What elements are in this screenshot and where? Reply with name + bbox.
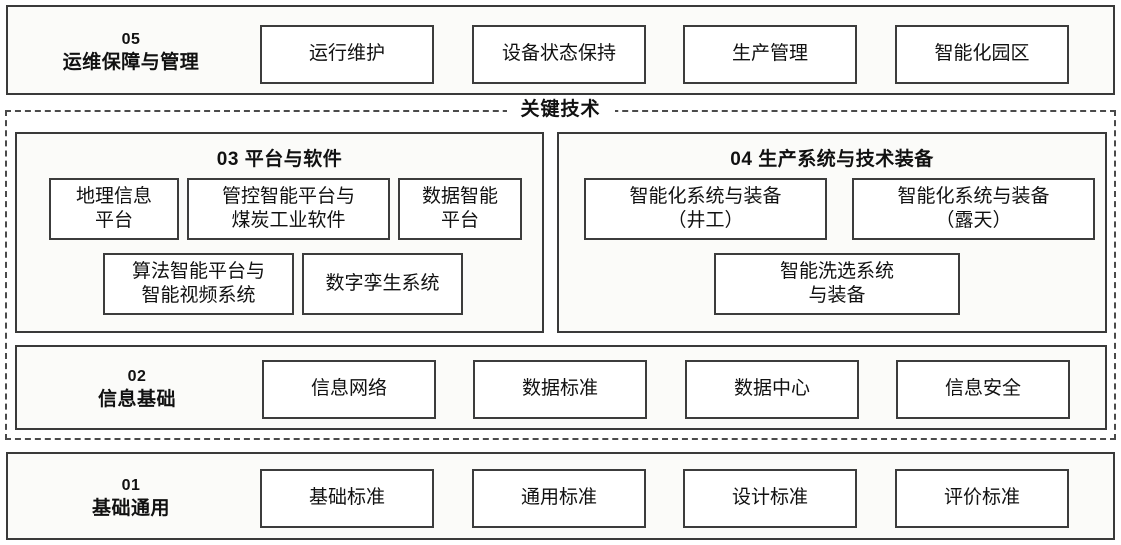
- group-04-title: 04 生产系统与技术装备: [730, 149, 934, 170]
- item-jichu-biaozhun[interactable]: 基础标准: [260, 469, 434, 528]
- row-01-label: 01 基础通用: [8, 475, 254, 521]
- item-suanfa-zhineng-pingtai[interactable]: 算法智能平台与 智能视频系统: [103, 253, 294, 315]
- item-yunxing-weihu[interactable]: 运行维护: [260, 25, 434, 84]
- group-03-platform-software: 03 平台与软件 地理信息 平台 管控智能平台与 煤炭工业软件 数据智能 平台 …: [15, 132, 544, 333]
- item-sheji-biaozhun[interactable]: 设计标准: [683, 469, 857, 528]
- item-zhinenghua-xitong-jinggong[interactable]: 智能化系统与装备 （井工）: [584, 178, 827, 240]
- key-technology-label: 关键技术: [506, 99, 615, 121]
- item-zhinenghua-yuanqu[interactable]: 智能化园区: [895, 25, 1069, 84]
- item-zhineng-xixuan-xitong[interactable]: 智能洗选系统 与装备: [714, 253, 960, 315]
- row-01-number: 01: [121, 477, 141, 494]
- item-shengchan-guanli[interactable]: 生产管理: [683, 25, 857, 84]
- item-pingjia-biaozhun[interactable]: 评价标准: [895, 469, 1069, 528]
- row-05-label: 05 运维保障与管理: [8, 29, 254, 75]
- key-technology-region: 关键技术 03 平台与软件 地理信息 平台 管控智能平台与 煤炭工业软件 数据智…: [5, 99, 1116, 440]
- row-02-name: 信息基础: [97, 389, 176, 411]
- item-tongyong-biaozhun[interactable]: 通用标准: [472, 469, 646, 528]
- group-03-title: 03 平台与软件: [216, 149, 343, 170]
- row-01-name: 基础通用: [91, 498, 170, 520]
- item-shuju-zhineng-pingtai[interactable]: 数据智能 平台: [398, 178, 522, 240]
- row-02-label: 02 信息基础: [17, 366, 257, 412]
- row-01-band: 01 基础通用 基础标准 通用标准 设计标准 评价标准: [6, 452, 1115, 540]
- row-05-number: 05: [121, 31, 141, 48]
- item-dili-xinxi-pingtai[interactable]: 地理信息 平台: [49, 178, 179, 240]
- item-shuju-zhongxin[interactable]: 数据中心: [685, 360, 859, 419]
- item-shuju-biaozhun[interactable]: 数据标准: [473, 360, 647, 419]
- item-shebei-zhuangtai-baochi[interactable]: 设备状态保持: [472, 25, 646, 84]
- item-xinxi-anquan[interactable]: 信息安全: [896, 360, 1070, 419]
- item-shuzi-luansheng-xitong[interactable]: 数字孪生系统: [302, 253, 463, 315]
- row-02-band: 02 信息基础 信息网络 数据标准 数据中心 信息安全: [15, 345, 1107, 430]
- item-xinxi-wangluo[interactable]: 信息网络: [262, 360, 436, 419]
- group-04-production-system: 04 生产系统与技术装备 智能化系统与装备 （井工） 智能化系统与装备 （露天）…: [557, 132, 1107, 333]
- row-05-name: 运维保障与管理: [62, 52, 200, 74]
- item-zhinenghua-xitong-lutian[interactable]: 智能化系统与装备 （露天）: [852, 178, 1095, 240]
- row-05-band: 05 运维保障与管理 运行维护 设备状态保持 生产管理 智能化园区: [6, 5, 1115, 95]
- item-guankong-zhineng-pingtai[interactable]: 管控智能平台与 煤炭工业软件: [187, 178, 390, 240]
- row-02-number: 02: [127, 368, 147, 385]
